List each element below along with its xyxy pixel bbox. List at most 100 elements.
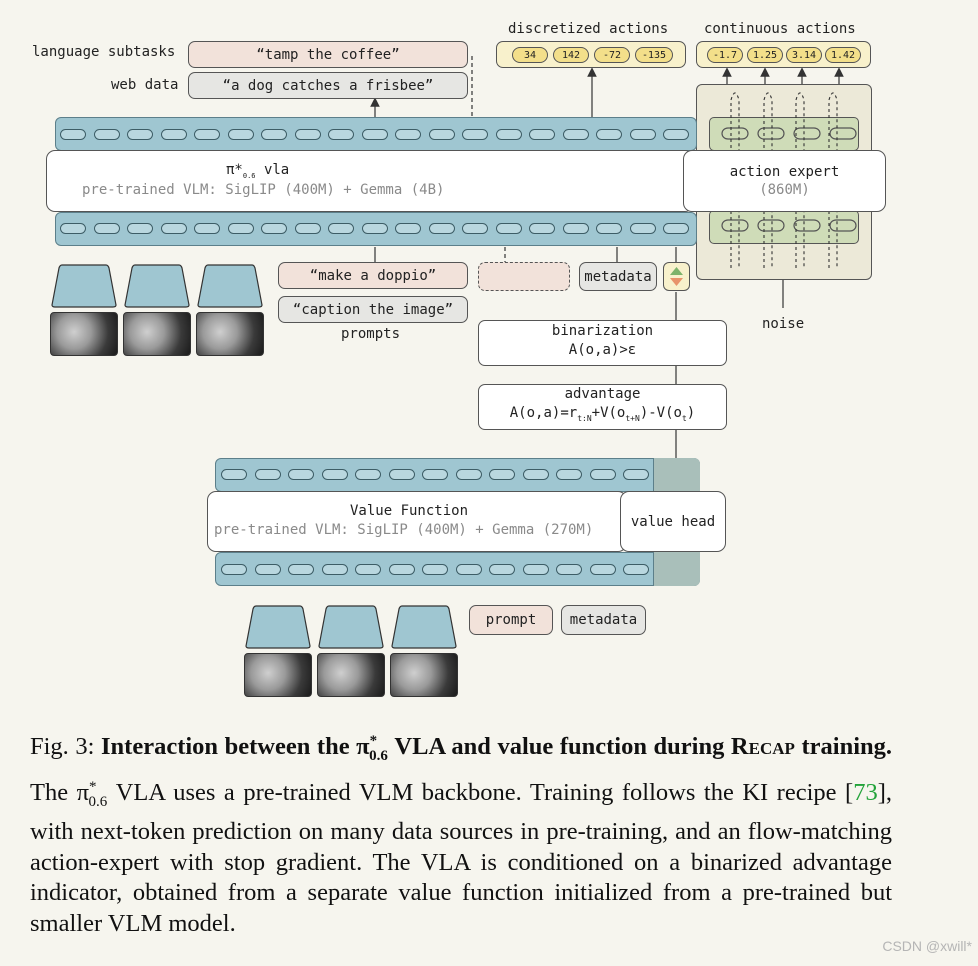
token — [127, 223, 153, 234]
caption-text: The π — [30, 778, 89, 806]
token — [321, 469, 348, 480]
token — [589, 469, 616, 480]
caption-text: VLA uses a pre-trained VLM backbone. Tra… — [107, 778, 854, 806]
action-expert-size: (860M) — [759, 182, 810, 198]
token — [160, 129, 187, 140]
prompt-caption-image: “caption the image” — [278, 296, 468, 323]
token — [194, 129, 220, 140]
token — [495, 223, 522, 234]
token — [254, 469, 281, 480]
caption-ref-link[interactable]: 73 — [853, 778, 878, 806]
token — [361, 223, 388, 234]
token — [428, 223, 455, 234]
empty-dashed-slot — [478, 262, 570, 291]
image-encoder-shape — [124, 264, 190, 308]
image-encoder-shape — [51, 264, 117, 308]
camera-image — [390, 653, 458, 697]
discretized-token: -135 — [635, 47, 673, 63]
subtask-text-box: “tamp the coffee” — [188, 41, 468, 68]
value-head-box — [620, 491, 726, 552]
token — [556, 469, 582, 480]
image-encoder-shape — [318, 605, 384, 649]
token — [60, 223, 86, 234]
adv-sub: t — [681, 413, 687, 423]
token — [60, 129, 86, 140]
token — [522, 469, 549, 480]
token — [395, 129, 421, 140]
continuous-token: 1.25 — [747, 47, 783, 63]
token — [93, 129, 120, 140]
token — [388, 469, 415, 480]
prompts-label: prompts — [341, 326, 401, 342]
camera-image — [317, 653, 385, 697]
camera-image — [123, 312, 191, 356]
discretized-token: 142 — [553, 47, 589, 63]
action-expert-flow — [721, 92, 857, 268]
token — [455, 469, 482, 480]
caption-text: ], with next-token prediction on many da… — [30, 778, 892, 937]
token — [294, 223, 321, 234]
token — [663, 223, 689, 234]
token — [294, 129, 321, 140]
caption-bold: VLA and value function during — [387, 733, 731, 761]
binarization-box — [478, 320, 727, 366]
token — [623, 469, 649, 480]
token — [495, 129, 522, 140]
token — [221, 564, 247, 575]
token — [556, 564, 582, 575]
continuous-token: 3.14 — [786, 47, 822, 63]
metadata-box: metadata — [579, 262, 657, 291]
adv-part: ) — [686, 405, 696, 421]
token — [355, 469, 381, 480]
prompt-make-doppio: “make a doppio” — [278, 262, 468, 289]
web-data-text-box: “a dog catches a frisbee” — [188, 72, 468, 99]
language-subtasks-label: language subtasks — [32, 44, 176, 60]
advantage-box — [478, 384, 727, 430]
web-data-label: web data — [111, 77, 179, 93]
vf-prompt-box: prompt — [469, 605, 553, 635]
token — [596, 223, 622, 234]
token — [529, 129, 555, 140]
action-expert-title: action expert — [729, 164, 840, 180]
token — [529, 223, 555, 234]
continuous-actions-label: continuous actions — [704, 21, 856, 37]
caption-sub: 0.6 — [88, 793, 108, 810]
advantage-indicator-icon — [663, 262, 690, 291]
vla-title-rest: vla — [255, 162, 290, 178]
adv-part: +V(o — [591, 405, 626, 421]
token — [328, 129, 354, 140]
image-encoder-shape — [245, 605, 311, 649]
vla-title-sub: 0.6 — [242, 171, 256, 180]
caption-sub: 0.6 — [369, 748, 388, 765]
advantage-formula: A(o,a)=rt:N+V(ot+N)-V(ot) — [478, 405, 727, 423]
image-encoder-shape — [197, 264, 263, 308]
token — [194, 223, 220, 234]
vf-metadata-box: metadata — [561, 605, 646, 635]
adv-sub: t+N — [625, 413, 640, 423]
binarization-title: binarization — [551, 323, 654, 339]
token — [562, 129, 589, 140]
vla-title-pi: π* — [226, 162, 243, 178]
vla-title: π*0.6 vla — [226, 162, 289, 180]
image-encoder-shape — [391, 605, 457, 649]
value-function-title: Value Function — [350, 503, 469, 519]
token — [455, 564, 482, 575]
token — [388, 564, 415, 575]
token — [160, 223, 187, 234]
token — [288, 469, 314, 480]
token — [589, 564, 616, 575]
discretized-actions-label: discretized actions — [508, 21, 669, 37]
value-function-box — [207, 491, 627, 552]
token — [127, 129, 153, 140]
token — [227, 223, 254, 234]
token — [93, 223, 120, 234]
token — [321, 564, 348, 575]
token — [428, 129, 455, 140]
token — [261, 223, 287, 234]
caption-recap: Recap — [730, 733, 795, 761]
token — [361, 129, 388, 140]
adv-part: )-V(o — [639, 405, 682, 421]
token — [522, 564, 549, 575]
token — [489, 564, 515, 575]
watermark: CSDN @xwill* — [882, 938, 972, 954]
